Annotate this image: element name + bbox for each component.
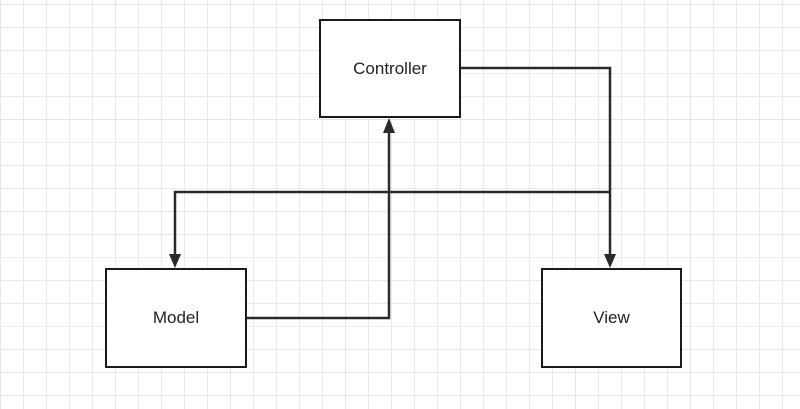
edge-controller-to-view	[461, 66, 612, 256]
arrowhead-controller	[383, 118, 395, 133]
view-box: View	[541, 268, 682, 368]
edge-model-to-controller	[247, 132, 391, 320]
controller-box: Controller	[319, 19, 461, 118]
edge-view-to-model	[173, 190, 610, 256]
view-label: View	[593, 308, 630, 327]
model-label: Model	[152, 308, 200, 327]
arrowhead-model	[169, 254, 181, 268]
model-box: Model	[105, 268, 247, 368]
controller-label: Controller	[353, 58, 427, 78]
arrowhead-view	[604, 254, 616, 268]
